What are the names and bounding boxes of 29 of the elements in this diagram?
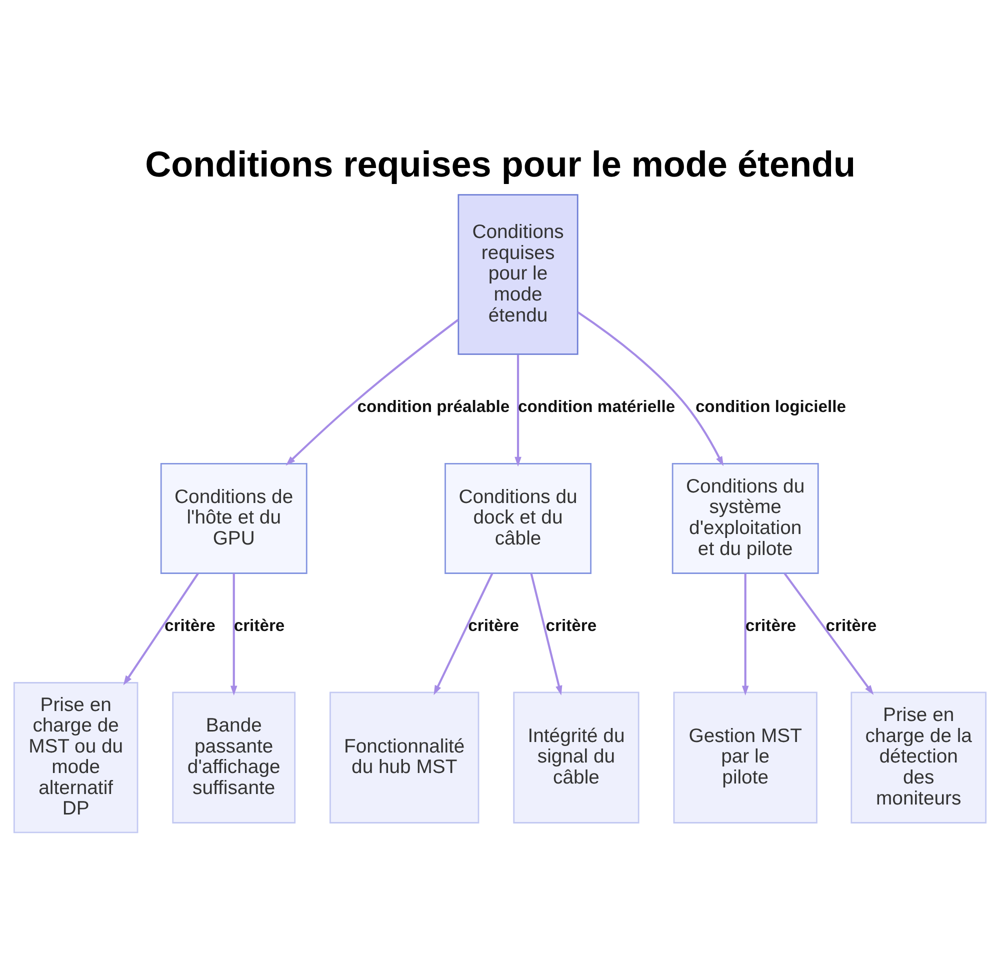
edge-label: critère: [164, 615, 216, 634]
arrow: [742, 573, 749, 695]
node-box: Conditions du système d'exploitation et du pilote: [672, 462, 819, 574]
edge-label: critère: [826, 615, 877, 634]
edge-label: critère: [468, 615, 519, 634]
node-box: Bande passante d'affichage suffisante: [172, 691, 296, 823]
edge-label: critère: [745, 615, 796, 634]
node-box: Prise en charge de MST ou du mode alternatif DP: [13, 682, 138, 833]
arrow: [784, 572, 874, 694]
node-box: Conditions du dock et du câble: [444, 462, 592, 574]
edge-label: condition matérielle: [518, 396, 676, 416]
edge-label: critère: [234, 615, 285, 634]
arrow: [123, 572, 199, 685]
arrow: [434, 572, 494, 695]
arrow: [530, 572, 562, 695]
node-box: Conditions de l'hôte et du GPU: [160, 462, 308, 574]
node-box: Conditions requises pour le mode étendu: [458, 194, 578, 354]
arrow: [230, 573, 238, 695]
edge-label: condition logicielle: [695, 396, 846, 416]
arrow: [577, 310, 724, 466]
diagram-title: Conditions requises pour le mode étendu: [145, 143, 856, 184]
edge-label: critère: [546, 615, 597, 634]
node-box: Prise en charge de la détection des moniteurs: [850, 691, 987, 823]
arrow: [514, 354, 522, 466]
edge-label: condition préalable: [357, 396, 510, 416]
node-box: Intégrité du signal du câble: [513, 691, 640, 823]
arrow: [286, 318, 459, 466]
node-box: Fonctionnalité du hub MST: [330, 691, 480, 823]
node-box: Gestion MST par le pilote: [673, 691, 818, 823]
